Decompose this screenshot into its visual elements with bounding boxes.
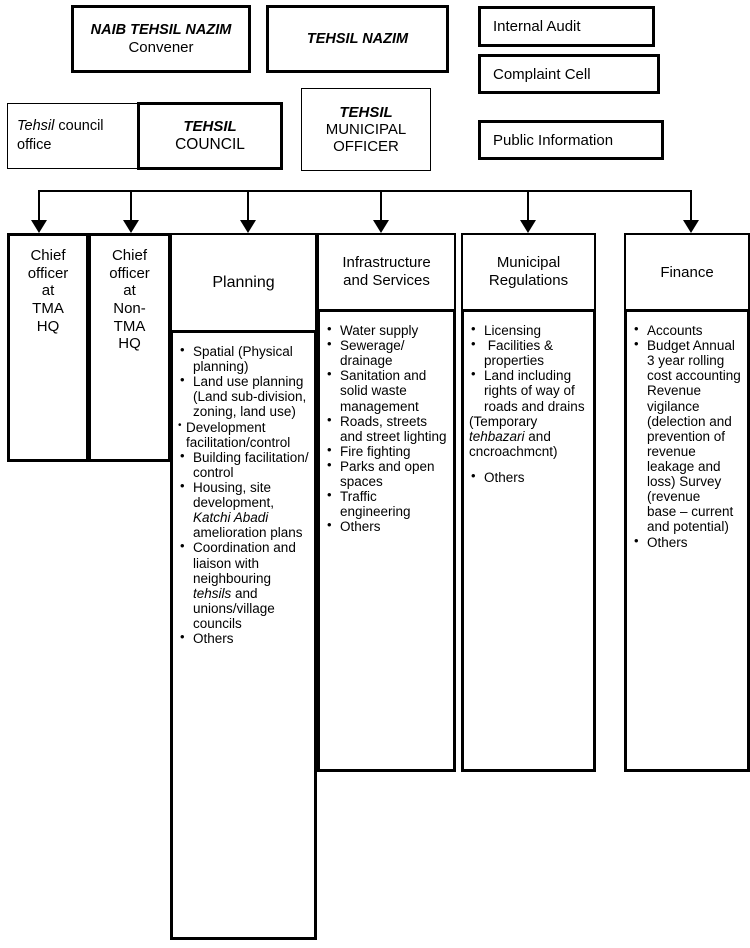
list-item: Budget Annual 3 year rolling cost accoun…	[632, 337, 742, 534]
arrow-to-chief-officer-non-tma	[123, 220, 139, 233]
connector-drop-1	[38, 190, 40, 222]
planning-items: Spatial (Physical planning) Land use pla…	[172, 336, 315, 650]
list-item: Others	[325, 518, 448, 534]
list-item: Others	[178, 630, 309, 646]
infrastructure-items: Water supply Sewerage/ drainage Sanitati…	[319, 315, 454, 539]
naib-tehsil-nazim-title: NAIB TEHSIL NAZIM	[90, 22, 232, 39]
naib-tehsil-nazim-subtitle: Convener	[128, 38, 194, 56]
list-item: Facilities & properties	[469, 337, 588, 368]
tmo-line1: TEHSIL	[339, 103, 393, 121]
connector-drop-3	[247, 190, 249, 222]
list-item: Parks and open spaces	[325, 458, 448, 489]
connector-horizontal-bus	[38, 190, 692, 192]
internal-audit-label: Internal Audit	[493, 18, 581, 35]
finance-items: Accounts Budget Annual 3 year rolling co…	[626, 315, 748, 554]
arrow-to-planning	[240, 220, 256, 233]
arrow-to-municipal-regulations	[520, 220, 536, 233]
municipal-regulations-header: Municipal Regulations	[463, 235, 594, 312]
connector-drop-4	[380, 190, 382, 222]
list-item: Water supply	[325, 322, 448, 338]
municipal-regulations-items: Licensing Facilities & properties Land i…	[463, 315, 594, 489]
list-item: Coordination and liaison with neighbouri…	[178, 539, 309, 631]
tehsil-council-line2: COUNCIL	[175, 135, 245, 153]
list-item: Licensing	[469, 322, 588, 338]
list-item: Fire fighting	[325, 443, 448, 459]
complaint-cell-label: Complaint Cell	[493, 65, 591, 83]
finance-header: Finance	[626, 235, 748, 312]
list-item: Others	[632, 534, 742, 550]
finance-header-label: Finance	[660, 263, 714, 281]
tmo-line3: OFFICER	[333, 138, 399, 156]
connector-drop-5	[527, 190, 529, 222]
tmo-line2: MUNICIPAL	[325, 120, 407, 138]
box-tehsil-nazim: TEHSIL NAZIM	[266, 5, 449, 73]
municipal-regulations-header-label: Municipal Regulations	[488, 254, 569, 289]
list-item: Traffic engineering	[325, 488, 448, 519]
planning-header-label: Planning	[212, 273, 275, 291]
list-item: Spatial (Physical planning)	[178, 343, 309, 374]
arrow-to-finance	[683, 220, 699, 233]
tehsil-council-office-italic: Tehsil	[17, 118, 55, 135]
infrastructure-header: Infrastructure and Services	[319, 235, 454, 312]
box-tehsil-municipal-officer: TEHSIL MUNICIPAL OFFICER	[301, 88, 431, 171]
box-internal-audit: Internal Audit	[478, 6, 655, 47]
list-item: Accounts	[632, 322, 742, 338]
box-complaint-cell: Complaint Cell	[478, 54, 660, 94]
column-municipal-regulations	[461, 233, 596, 772]
arrow-to-infrastructure	[373, 220, 389, 233]
list-item: Roads, streets and street lighting	[325, 413, 448, 444]
planning-header: Planning	[172, 235, 315, 333]
list-item: Land including rights of way of roads an…	[469, 367, 588, 413]
box-tehsil-council: TEHSIL COUNCIL	[137, 102, 283, 170]
infrastructure-header-label: Infrastructure and Services	[342, 254, 431, 289]
arrow-to-chief-officer-tma	[31, 220, 47, 233]
list-item: Others	[469, 469, 588, 485]
list-item: Housing, site development, Katchi Abadi …	[178, 479, 309, 540]
list-item: Sewerage/ drainage	[325, 337, 448, 368]
box-public-information: Public Information	[478, 120, 664, 160]
tehsil-council-office-rest: council office	[17, 118, 104, 153]
connector-drop-2	[130, 190, 132, 222]
list-item: Development facilitation/control	[178, 420, 309, 450]
list-item: Land use planning (Land sub-division, zo…	[178, 373, 309, 419]
box-naib-tehsil-nazim: NAIB TEHSIL NAZIM Convener	[71, 5, 251, 73]
public-information-label: Public Information	[493, 131, 614, 149]
list-item: (Temporary tehbazari and cncroachmcnt)	[469, 413, 558, 459]
tehsil-council-line1: TEHSIL	[183, 118, 237, 136]
column-chief-officer-tma-hq: Chief officer at TMA HQ	[7, 233, 89, 462]
list-item: Building facilitation/ control	[178, 449, 309, 480]
connector-drop-6	[690, 190, 692, 222]
chief-officer-non-tma-hq-header: Chief officer at Non- TMA HQ	[109, 247, 150, 353]
column-chief-officer-non-tma-hq: Chief officer at Non- TMA HQ	[88, 233, 171, 462]
chief-officer-tma-hq-header: Chief officer at TMA HQ	[27, 247, 69, 335]
tehsil-nazim-title: TEHSIL NAZIM	[306, 31, 409, 47]
box-tehsil-council-office: Tehsil council office	[7, 103, 139, 169]
